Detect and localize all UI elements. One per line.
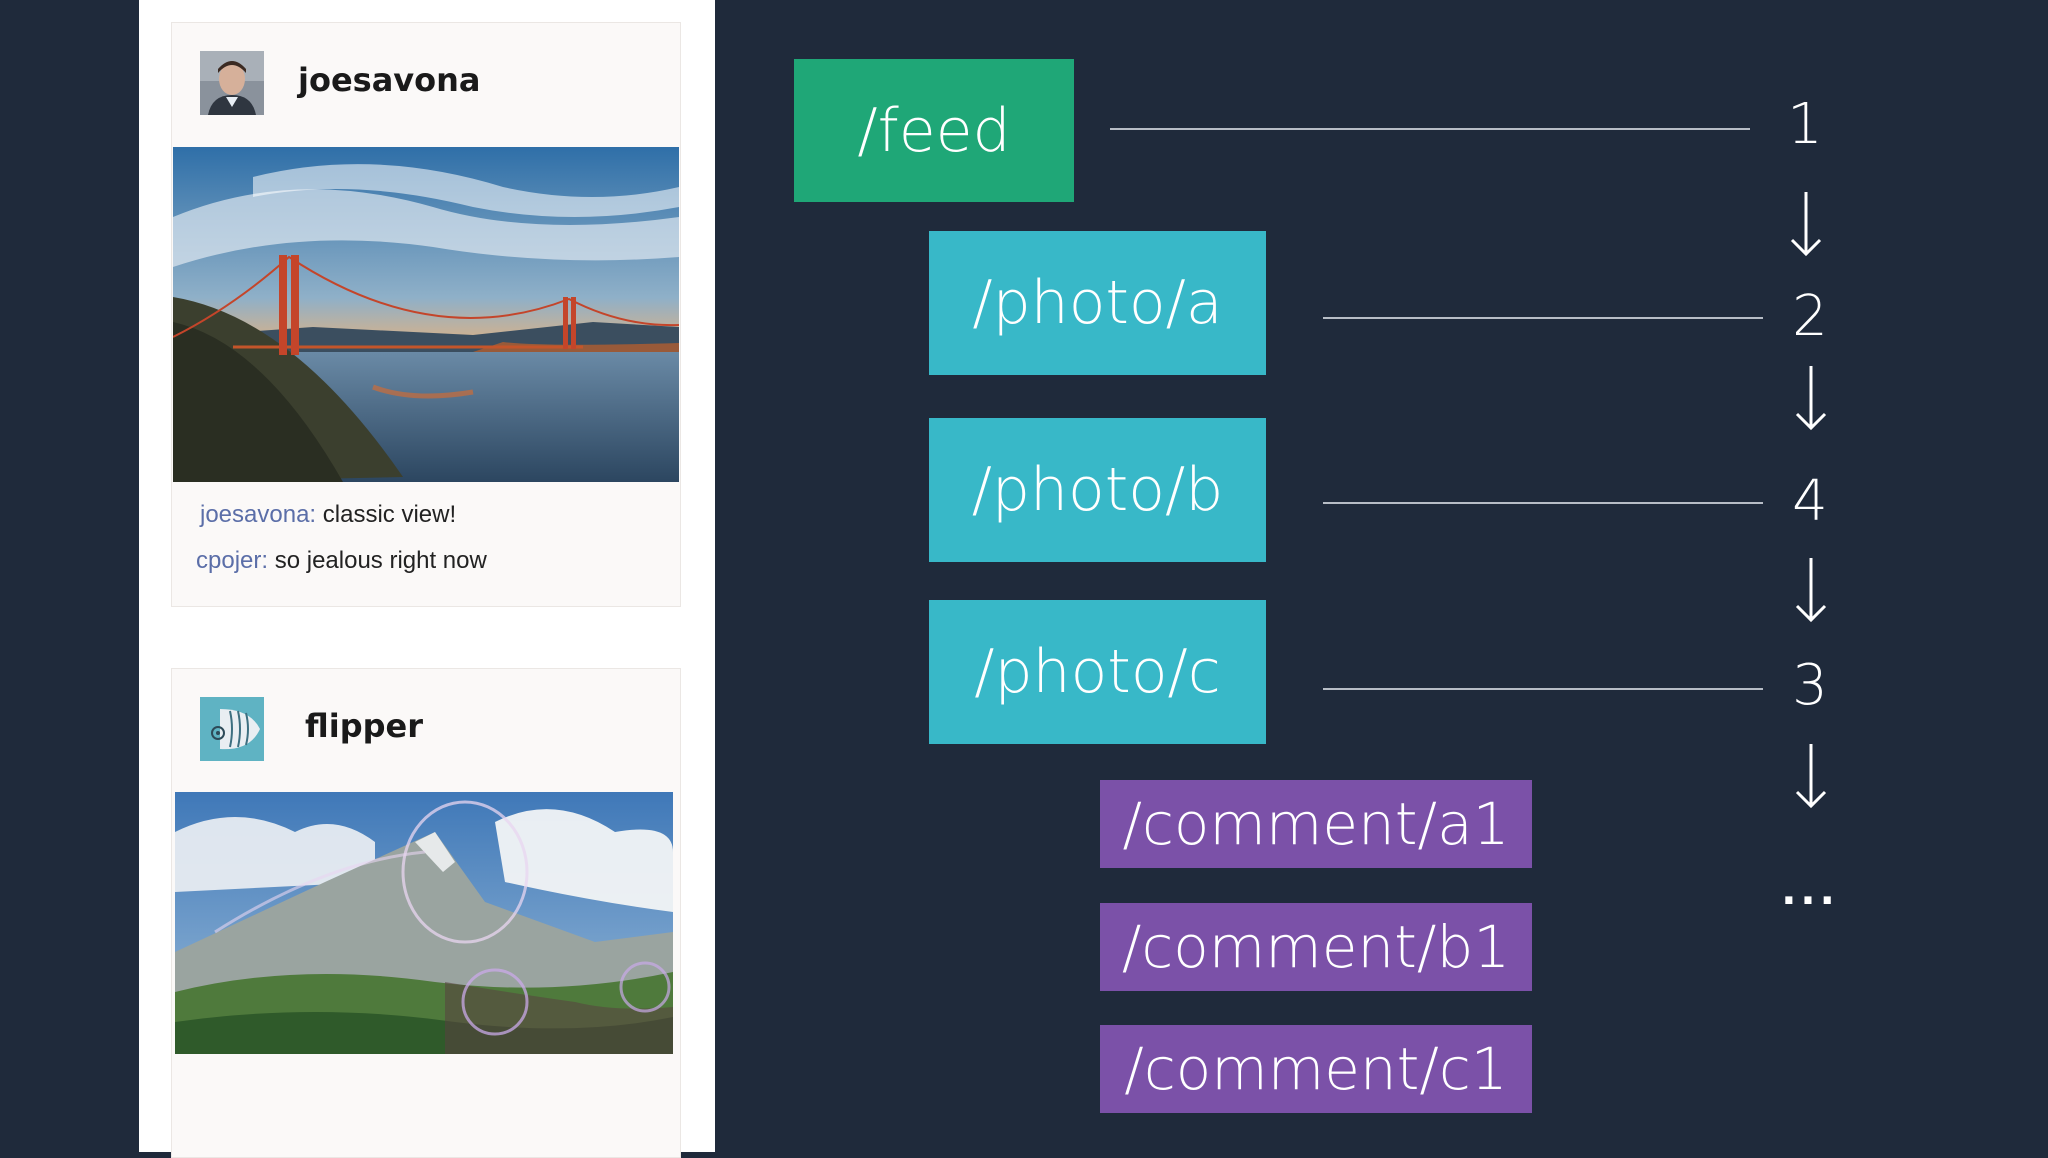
connector-line — [1323, 502, 1763, 504]
comment: cpojer: so jealous right now — [196, 547, 487, 575]
post-username[interactable]: joesavona — [298, 61, 481, 99]
comment-a1-node: /comment/a1 — [1100, 780, 1532, 868]
order-number: 1 — [1787, 92, 1823, 157]
feed-node: /feed — [794, 59, 1074, 202]
down-arrow-icon — [1795, 744, 1827, 809]
connector-line — [1110, 128, 1750, 130]
ellipsis: ... — [1781, 868, 1839, 914]
down-arrow-icon — [1795, 366, 1827, 431]
post-card: joesavona — [171, 22, 681, 607]
avatar[interactable] — [200, 697, 264, 761]
order-number: 4 — [1792, 469, 1828, 534]
order-number: 3 — [1792, 653, 1828, 718]
connector-line — [1323, 317, 1763, 319]
photo-b-node: /photo/b — [929, 418, 1266, 562]
comment-b1-node: /comment/b1 — [1100, 903, 1532, 991]
comment-author[interactable]: joesavona: — [200, 501, 317, 528]
photo-c-node: /photo/c — [929, 600, 1266, 744]
comment-c1-node: /comment/c1 — [1100, 1025, 1532, 1113]
down-arrow-icon — [1790, 192, 1822, 257]
down-arrow-icon — [1795, 558, 1827, 623]
order-number: 2 — [1792, 284, 1828, 349]
connector-line — [1323, 688, 1763, 690]
post-photo[interactable] — [175, 792, 673, 1054]
comment: joesavona: classic view! — [200, 501, 456, 529]
comment-text: so jealous right now — [268, 547, 487, 574]
post-card: flipper — [171, 668, 681, 1158]
post-photo[interactable] — [173, 147, 679, 482]
comment-author[interactable]: cpojer: — [196, 547, 269, 574]
feed-panel: joesavona — [139, 0, 715, 1158]
avatar[interactable] — [200, 51, 264, 115]
comment-text: classic view! — [316, 501, 457, 528]
photo-a-node: /photo/a — [929, 231, 1266, 375]
post-username[interactable]: flipper — [305, 707, 423, 745]
